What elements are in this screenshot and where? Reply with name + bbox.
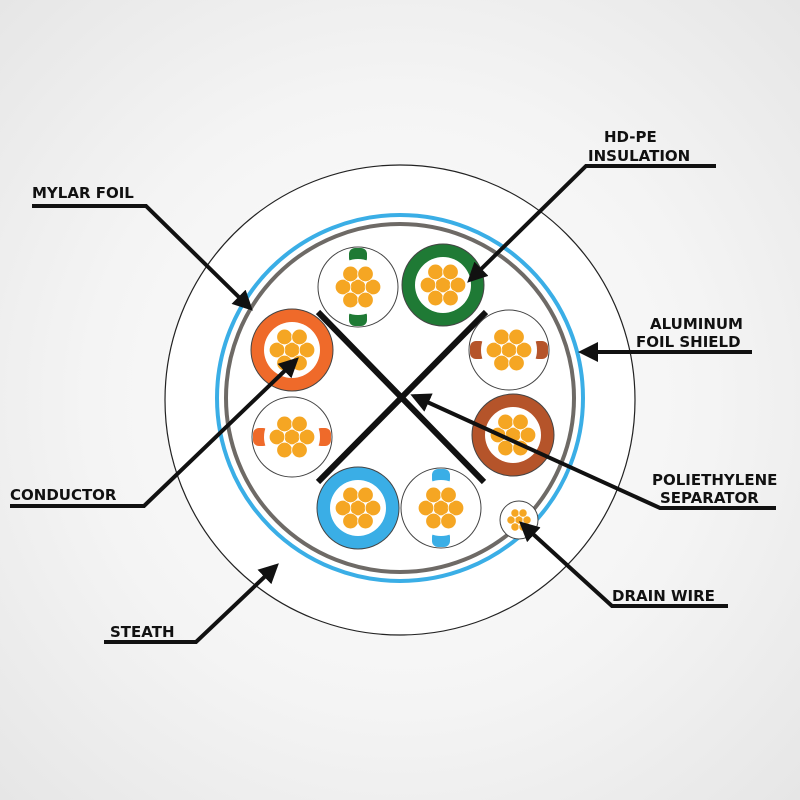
conductor-strand [425,486,442,504]
conductor-strand [449,276,467,294]
label-separator-line1: POLIETHYLENE [652,471,777,489]
wire-blue-white [400,467,482,549]
conductor-strand [357,265,374,283]
conductor-strand [268,428,286,446]
wire-green [401,243,485,327]
conductor-strand [357,291,374,309]
wire-blue [316,466,400,550]
label-aluminum-line1: ALUMINUM [650,315,743,333]
label-hdpe-line1: HD-PE [604,128,657,146]
conductor-strand [357,486,374,504]
conductor-strand [298,428,316,446]
conductor-strand [519,426,537,444]
conductor-strand [493,354,510,372]
wire-orange [250,308,334,392]
mylar-foil-leader [32,204,253,311]
conductor-strand [342,512,359,530]
conductor-strand [510,508,520,518]
conductor-strand [364,499,382,517]
label-steath: STEATH [110,623,175,641]
conductor-strand [342,486,359,504]
wire-brown-white [468,309,550,391]
wire-orange-white [251,396,333,478]
conductor-strand [291,415,308,433]
conductor-strand [512,413,529,431]
conductor-strand [442,289,459,307]
conductor-strand [497,439,514,457]
twisted-pairs [250,243,555,550]
label-conductor: CONDUCTOR [10,486,117,504]
poliethylene-separator [315,309,489,485]
steath-leader [104,563,279,644]
conductor-leader [10,357,299,508]
conductor-strand [442,263,459,281]
conductor-strand [291,441,308,459]
conductor-strand [493,328,510,346]
conductor-strand [364,278,382,296]
conductor-strand [427,289,444,307]
conductor-strand [427,263,444,281]
label-mylar-foil: MYLAR FOIL [32,184,134,202]
aluminum-foil-shield-ring [215,213,585,583]
conductor-strand [357,512,374,530]
conductor-strand [342,265,359,283]
conductor-strand [508,354,525,372]
conductor-strand [419,276,437,294]
conductor-strand [440,512,457,530]
conductor-strand [298,341,316,359]
conductor-strand [425,512,442,530]
conductor-strand [342,291,359,309]
wire-brown [471,393,555,477]
leader-lines [10,164,776,644]
label-separator-line2: SEPARATOR [660,489,759,507]
conductor-strand [440,486,457,504]
conductor-strand [508,328,525,346]
wire-green-white [317,246,399,328]
conductor-strand [334,499,352,517]
conductor-strand [276,441,293,459]
conductor-strand [447,499,465,517]
conductor-strand [485,341,503,359]
conductor-strand [334,278,352,296]
conductor-strand [506,515,516,525]
conductor-strand [268,341,286,359]
hdpe-insulation-leader [467,164,716,283]
label-aluminum-line2: FOIL SHIELD [636,333,741,351]
labels: MYLAR FOIL HD-PE INSULATION ALUMINUM FOI… [10,128,777,641]
conductor-strand [291,328,308,346]
label-drain-wire: DRAIN WIRE [612,587,715,605]
drain-wire-leader [519,521,728,608]
conductor-strand [515,341,533,359]
separator-leader [410,393,776,510]
conductor-strand [497,413,514,431]
label-hdpe-line2: INSULATION [588,147,690,165]
conductor-strand [417,499,435,517]
conductor-strand [518,508,528,518]
conductor-strand [510,522,520,532]
conductor-strand [276,415,293,433]
conductor-strand [276,328,293,346]
